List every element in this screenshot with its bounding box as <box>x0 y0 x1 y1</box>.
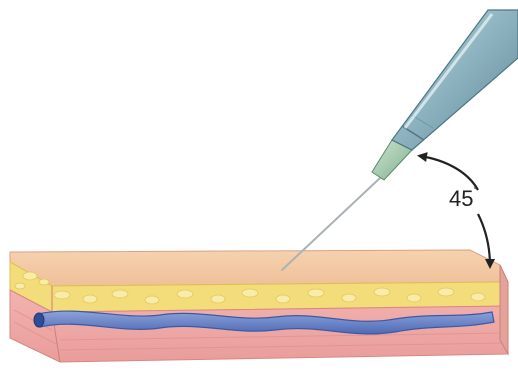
angle-value: 45 <box>449 186 473 211</box>
block-end-face <box>500 265 508 354</box>
skin-block <box>10 250 508 362</box>
angle-arrow <box>420 156 478 190</box>
vein-opening <box>34 313 44 327</box>
syringe-barrel <box>392 10 518 150</box>
syringe <box>282 10 518 270</box>
skin-surface <box>10 250 508 286</box>
degree-symbol: ° <box>473 185 477 197</box>
angle-label: 45° <box>449 188 478 210</box>
